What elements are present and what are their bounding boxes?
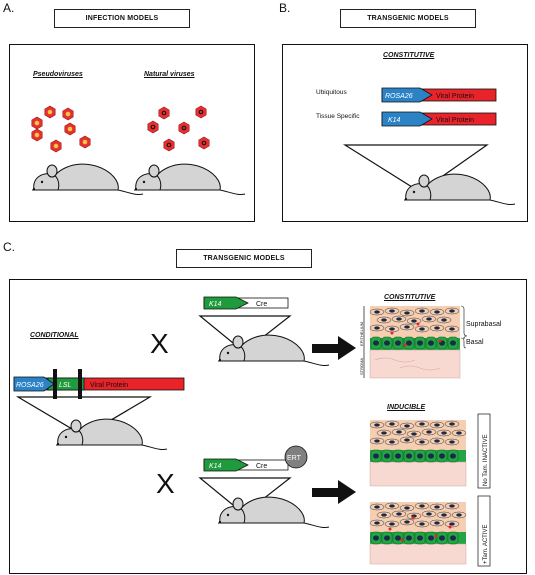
cross-symbol-top: X bbox=[150, 328, 169, 359]
construct-ubiquitous: ROSA26 Viral Protein bbox=[381, 87, 497, 103]
svg-text:K14: K14 bbox=[209, 463, 222, 470]
tissue-inducible-inactive: No Tam. INACTIVE bbox=[369, 413, 491, 489]
svg-text:Cre: Cre bbox=[256, 463, 267, 470]
pseudovirus-particles bbox=[31, 105, 91, 153]
construct-conditional: ROSA26 LSL Viral Protein bbox=[13, 369, 185, 399]
tissue-inducible-active: +Tam. ACTIVE bbox=[369, 495, 491, 567]
svg-text:Viral Protein: Viral Protein bbox=[436, 117, 474, 124]
svg-text:K14: K14 bbox=[388, 117, 401, 124]
svg-text:Cre: Cre bbox=[256, 301, 267, 308]
svg-text:No Tam. INACTIVE: No Tam. INACTIVE bbox=[483, 434, 489, 486]
panel-a-letter: A. bbox=[3, 1, 15, 15]
panel-b-letter: B. bbox=[279, 1, 291, 15]
mouse-transgenic-b bbox=[403, 173, 516, 206]
svg-text:+Tam. ACTIVE: +Tam. ACTIVE bbox=[483, 524, 489, 564]
arrow-to-inducible bbox=[312, 480, 356, 504]
svg-text:EPITHELIUM: EPITHELIUM bbox=[359, 322, 364, 346]
svg-text:ROSA26: ROSA26 bbox=[385, 93, 413, 100]
conditional-funnel bbox=[15, 396, 153, 437]
panel-a-title: INFECTION MODELS bbox=[54, 9, 190, 28]
svg-text:Viral Protein: Viral Protein bbox=[436, 93, 474, 100]
inducible-label: INDUCIBLE bbox=[387, 404, 426, 411]
tissue-specific-label: Tissue Specific bbox=[316, 113, 360, 120]
suprabasal-label: Suprabasal bbox=[466, 321, 502, 328]
construct-tissue-specific: K14 Viral Protein bbox=[381, 111, 497, 127]
panel-c-title: TRANSGENIC MODELS bbox=[176, 249, 312, 268]
construct-k14-creert: K14 Cre ERT bbox=[203, 445, 308, 472]
construct-k14-cre: K14 Cre bbox=[203, 296, 289, 310]
svg-text:Viral Protein: Viral Protein bbox=[90, 382, 128, 389]
mouse-conditional bbox=[55, 418, 168, 451]
pseudovirus-label: Pseudoviruses bbox=[33, 71, 83, 78]
panel-b-section: CONSTITUTIVE bbox=[383, 52, 435, 59]
natural-virus-label: Natural viruses bbox=[144, 71, 195, 78]
basal-label: Basal bbox=[466, 339, 484, 346]
cross-symbol-bottom: X bbox=[156, 468, 175, 499]
panel-a-frame bbox=[9, 44, 255, 222]
arrow-to-constitutive bbox=[312, 336, 356, 360]
panel-b-title: TRANSGENIC MODELS bbox=[340, 9, 476, 28]
svg-text:K14: K14 bbox=[209, 301, 222, 308]
panel-c-letter: C. bbox=[3, 240, 15, 254]
constitutive-label: CONSTITUTIVE bbox=[384, 294, 436, 301]
svg-text:ROSA26: ROSA26 bbox=[16, 382, 44, 389]
k14-cre-funnel bbox=[198, 315, 292, 353]
mouse-natural-virus bbox=[133, 163, 246, 196]
svg-text:ERT: ERT bbox=[287, 455, 302, 462]
panel-b-funnel bbox=[342, 144, 489, 193]
tissue-constitutive: EPITHELIUM STROMA bbox=[359, 305, 468, 379]
svg-text:LSL: LSL bbox=[59, 382, 72, 389]
k14-creert-funnel bbox=[198, 477, 292, 515]
mouse-k14-creert bbox=[217, 496, 330, 529]
natural-virus-particles bbox=[147, 105, 210, 152]
svg-text:STROMA: STROMA bbox=[359, 358, 364, 375]
mouse-pseudovirus bbox=[31, 163, 144, 196]
ubiquitous-label: Ubiquitous bbox=[316, 89, 347, 96]
conditional-label: CONDITIONAL bbox=[30, 332, 79, 339]
